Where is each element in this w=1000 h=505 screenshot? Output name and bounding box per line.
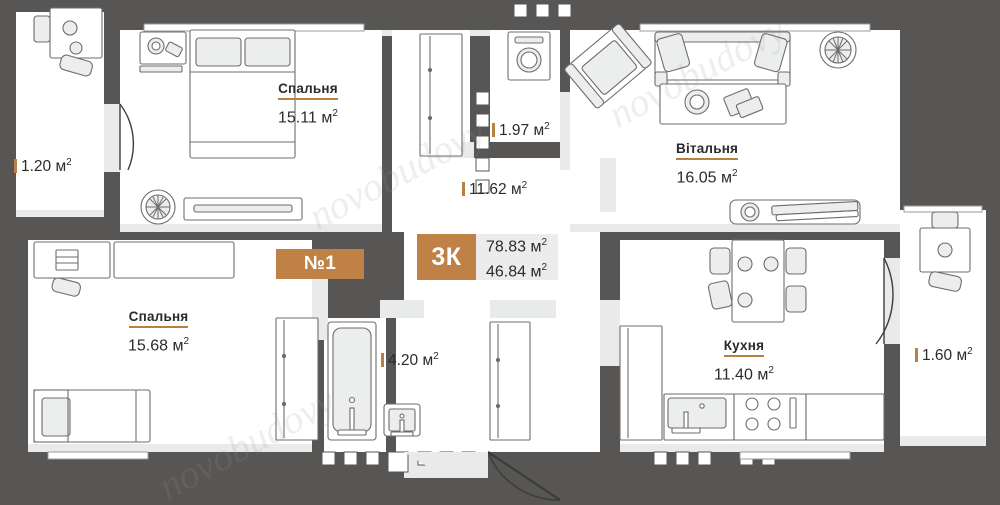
hall-wardrobes [489,321,531,441]
room-name: Спальня [278,81,338,100]
living-room-furniture [564,23,861,225]
room-label-living-room: Вітальня 16.05 м2 [676,140,739,189]
balcony-left-furniture [33,7,103,77]
room-area: 11.40 м2 [714,365,774,384]
area-living: 46.84 м2 [486,262,548,281]
balcony-right-furniture [919,211,971,292]
accent-tick-icon [492,123,495,138]
kitchen-furniture [619,239,885,441]
door-swings [119,103,894,501]
entry-threshold [404,452,488,478]
area-label-hallway: 11.62 м2 [462,177,527,198]
area-total: 78.83 м2 [486,236,548,255]
apartment-type-badge: 3К 78.83 м2 46.84 м2 [417,234,559,281]
bedroom-2-furniture [33,241,319,443]
room-name: Кухня [723,338,765,357]
room-area: 16.05 м2 [676,168,738,187]
room-area: 15.68 м2 [128,336,190,355]
laundry-furniture [507,31,551,81]
bathroom-furniture [327,321,421,441]
accent-tick-icon [381,353,384,368]
accent-tick-icon [462,182,465,197]
area-label-laundry: 1.97 м2 [492,118,550,139]
room-area: 15.11 м2 [278,108,338,127]
area-label-balcony-left: 1.20 м2 [14,154,72,175]
accent-tick-icon [14,159,17,174]
room-label-bedroom-1: Спальня 15.11 м2 [278,80,338,129]
bedroom-1-furniture [139,29,463,225]
room-label-kitchen: Кухня 11.40 м2 [714,337,774,386]
room-label-bedroom-2: Спальня 15.68 м2 [128,308,189,357]
room-name: Спальня [128,309,189,328]
room-name: Вітальня [676,141,739,160]
area-label-bathroom: 4.20 м2 [381,348,439,369]
apartment-areas: 78.83 м2 46.84 м2 [476,234,559,281]
unit-number-badge: №1 [276,249,364,279]
accent-tick-icon [915,348,918,363]
area-label-balcony-right: 1.60 м2 [915,343,973,364]
apartment-type-text: 3К [417,234,476,280]
window-bands [47,23,983,460]
unit-number-text: №1 [303,253,337,274]
